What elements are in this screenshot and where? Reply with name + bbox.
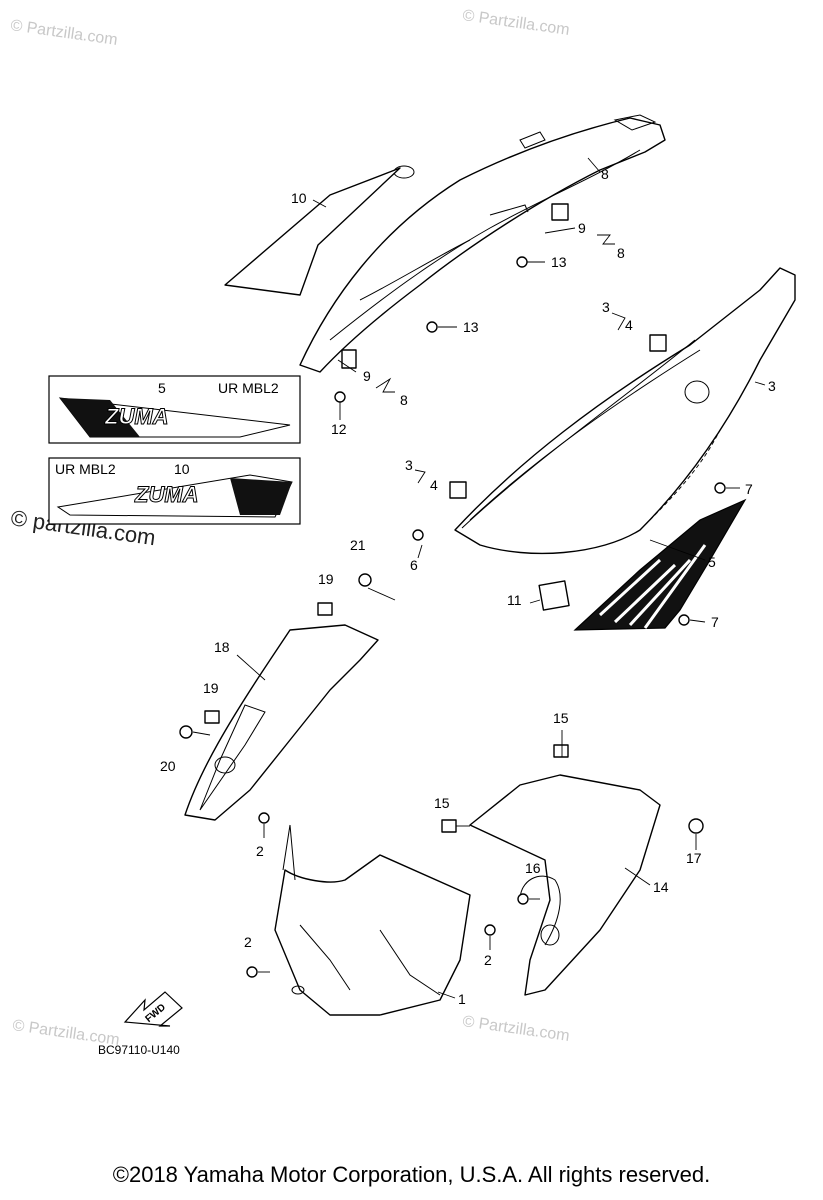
part-rear-panel <box>184 624 379 821</box>
leader-lines <box>192 157 766 999</box>
callout-1: 1 <box>458 991 466 1007</box>
decal-box-5-code: UR MBL2 <box>218 380 279 396</box>
callout-11: 11 <box>507 592 522 608</box>
callout-labels: 10 8 9 8 13 13 9 8 12 3 4 3 3 4 7 6 5 11… <box>160 166 776 1007</box>
part-front-cover <box>274 824 471 1016</box>
callout-3-mid: 3 <box>405 457 413 473</box>
callout-13-mid: 13 <box>463 319 479 335</box>
callout-4-mid: 4 <box>430 477 438 493</box>
callout-17: 17 <box>686 850 702 866</box>
callout-9-top: 9 <box>578 220 586 236</box>
decal-box-5: 5 UR MBL2 ZUMA <box>48 375 301 444</box>
callout-8-low: 8 <box>400 392 408 408</box>
decal-box-5-logo: ZUMA <box>104 404 169 429</box>
callout-3-right: 3 <box>768 378 776 394</box>
part-pad-11 <box>538 580 570 611</box>
callout-15-top: 15 <box>553 710 569 726</box>
watermark-top-right: © Partzilla.com <box>461 7 570 39</box>
decal-box-10-logo: ZUMA <box>134 482 199 507</box>
callout-2-top: 2 <box>256 843 264 859</box>
callout-8-mid: 8 <box>617 245 625 261</box>
part-upper-side-cover <box>299 114 666 373</box>
watermark-top-left: © Partzilla.com <box>9 17 118 49</box>
callout-6: 6 <box>410 557 418 573</box>
callout-15-left: 15 <box>434 795 450 811</box>
callout-3-top: 3 <box>602 299 610 315</box>
callout-18: 18 <box>214 639 230 655</box>
callout-2-left: 2 <box>244 934 252 950</box>
decal-box-10-ref: 10 <box>174 461 190 477</box>
callout-10-top: 10 <box>291 190 307 206</box>
callout-20: 20 <box>160 758 176 774</box>
fwd-arrow-icon: FWD <box>123 991 183 1027</box>
callout-2-right: 2 <box>484 952 492 968</box>
decal-box-10: UR MBL2 10 ZUMA <box>48 457 301 525</box>
callout-19-low: 19 <box>203 680 219 696</box>
part-lower-decal-pattern <box>598 544 707 629</box>
callout-16: 16 <box>525 860 541 876</box>
callout-4-top: 4 <box>625 317 633 333</box>
callout-8-top: 8 <box>601 166 609 182</box>
callout-13-top: 13 <box>551 254 567 270</box>
callout-7-top: 7 <box>745 481 753 497</box>
decal-box-10-code: UR MBL2 <box>55 461 116 477</box>
part-lower-side-cover <box>454 267 796 555</box>
callout-14: 14 <box>653 879 669 895</box>
diagram-code: BC97110-U140 <box>98 1043 180 1057</box>
watermark-bottom-right: © Partzilla.com <box>461 1013 570 1045</box>
callout-9-low: 9 <box>363 368 371 384</box>
callout-21: 21 <box>350 537 366 553</box>
callout-12: 12 <box>331 421 347 437</box>
callout-7-low: 7 <box>711 614 719 630</box>
fasteners <box>179 203 726 978</box>
decal-box-5-ref: 5 <box>158 380 166 396</box>
part-upper-decal <box>224 167 401 296</box>
callout-19-top: 19 <box>318 571 334 587</box>
callout-5-main: 5 <box>708 554 716 570</box>
copyright-notice: ©2018 Yamaha Motor Corporation, U.S.A. A… <box>112 1162 711 1187</box>
part-front-right-cover <box>469 774 661 996</box>
